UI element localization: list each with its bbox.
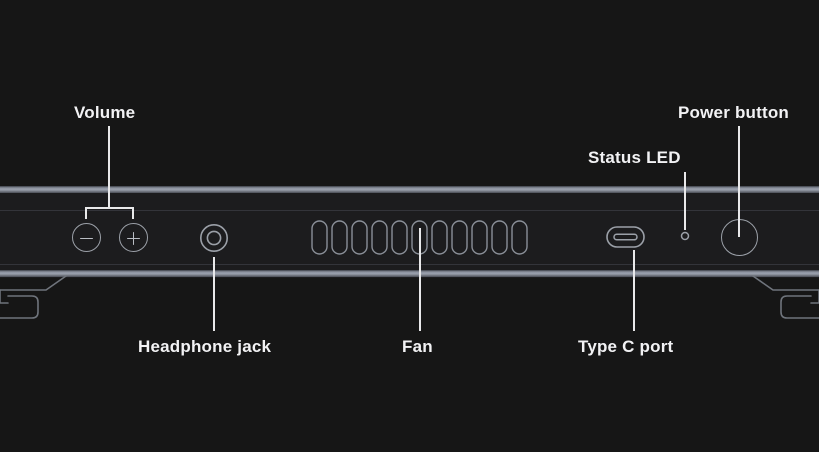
- headphone-jack-inner-ring: [206, 230, 222, 246]
- chassis-inner-hairline-top: [0, 210, 819, 211]
- fan-vent-slot: [331, 220, 348, 255]
- fan-vent-slot: [371, 220, 388, 255]
- plus-icon-vertical: [132, 232, 135, 245]
- leader-line-volume-bracket: [85, 207, 134, 209]
- fan-vent-slot: [491, 220, 508, 255]
- fan-vent-slot: [311, 220, 328, 255]
- leader-line-type-c-port: [633, 250, 635, 331]
- fan-vent-slot: [451, 220, 468, 255]
- volume-down-button[interactable]: [72, 223, 101, 252]
- fan-vent-slot: [391, 220, 408, 255]
- fan-vent: [311, 220, 537, 256]
- chassis-top-edge-band: [0, 186, 819, 193]
- callout-label-headphone-jack: Headphone jack: [138, 337, 272, 356]
- usb-type-c-port[interactable]: [606, 226, 646, 248]
- leader-line-status-led: [684, 172, 686, 230]
- leader-line-volume-tick-left: [85, 207, 87, 219]
- chassis-bottom-edge-band: [0, 270, 819, 277]
- leader-line-headphone-jack: [213, 257, 215, 331]
- usb-c-outer-shell: [606, 226, 645, 248]
- fan-vent-slot: [431, 220, 448, 255]
- status-led-ring: [680, 231, 690, 241]
- status-led: [680, 231, 690, 241]
- callout-label-power-button: Power button: [678, 103, 789, 122]
- leader-line-fan: [419, 228, 421, 331]
- hinge-foot-right: [735, 272, 819, 332]
- usb-c-inner-pill: [613, 233, 638, 241]
- callout-label-fan: Fan: [402, 337, 433, 356]
- fan-vent-slot: [511, 220, 528, 255]
- leader-line-volume-stem: [108, 126, 110, 208]
- headphone-jack-outer-ring: [200, 224, 228, 252]
- fan-vent-slot: [471, 220, 488, 255]
- callout-label-volume: Volume: [74, 103, 136, 122]
- leader-line-volume-tick-right: [132, 207, 134, 219]
- fan-vent-slot: [351, 220, 368, 255]
- headphone-jack[interactable]: [199, 223, 229, 253]
- callout-label-status-led: Status LED: [588, 148, 681, 167]
- hinge-foot-left: [0, 272, 84, 332]
- callout-label-type-c-port: Type C port: [578, 337, 674, 356]
- minus-icon: [80, 237, 93, 240]
- volume-up-button[interactable]: [119, 223, 148, 252]
- leader-line-power-button: [738, 126, 740, 237]
- chassis-inner-hairline-bottom: [0, 264, 819, 265]
